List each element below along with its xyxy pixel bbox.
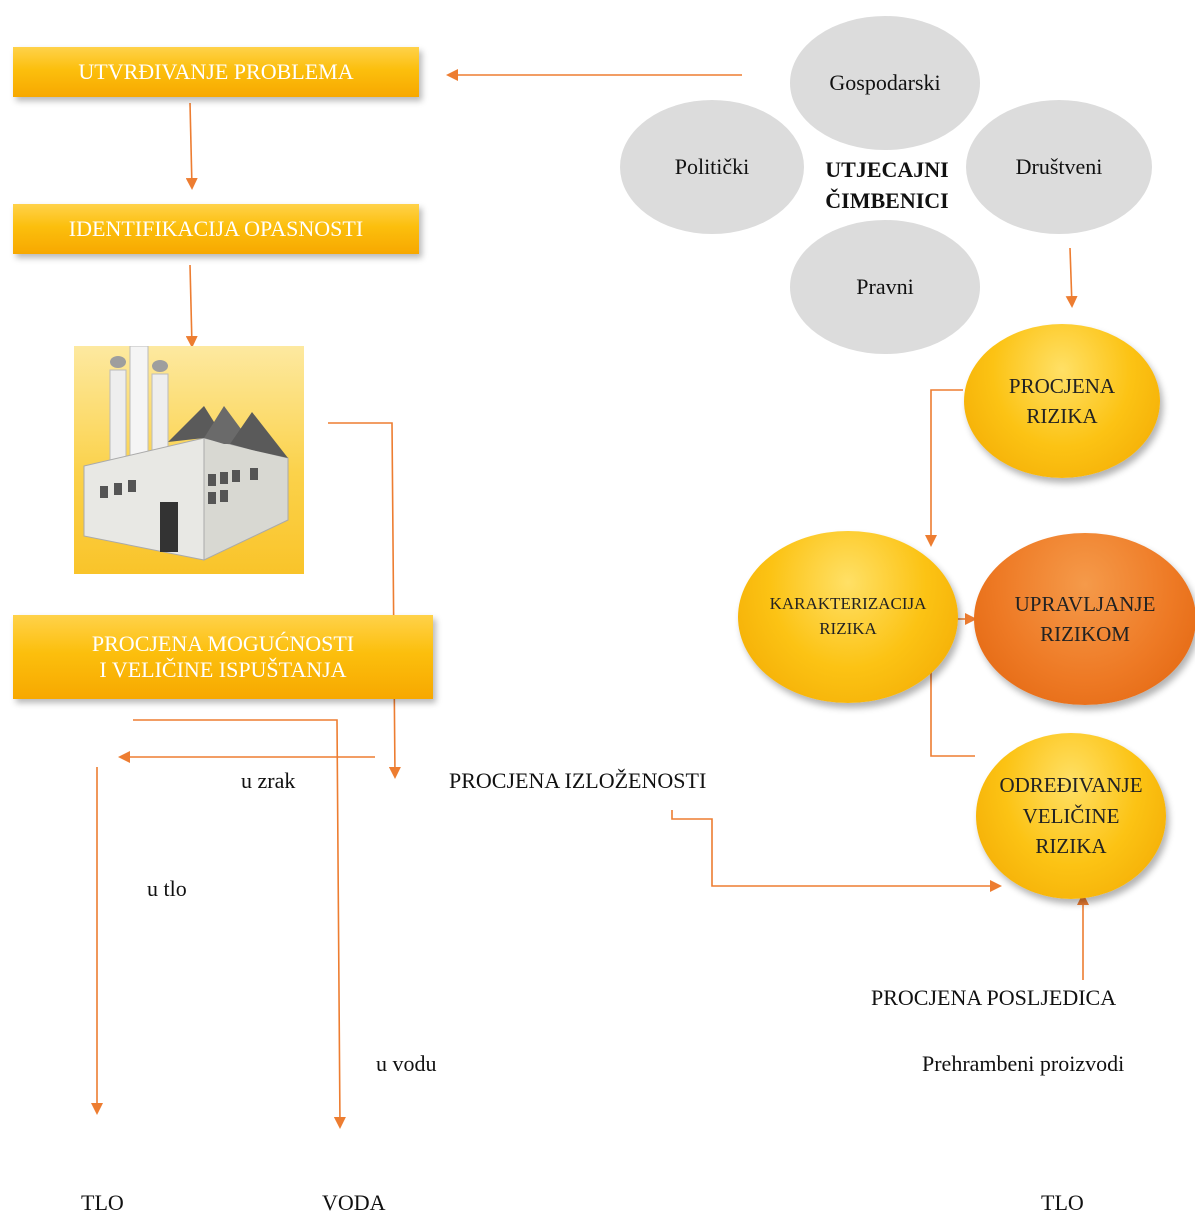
- arrow-to-voda: [133, 719, 346, 1129]
- arrow-problem-to-identification: [185, 102, 198, 190]
- factor-legal: Pravni: [790, 220, 980, 354]
- label-into-water: u vodu: [376, 1051, 437, 1076]
- risk-magnitude-line3: RIZIKA: [1035, 834, 1107, 859]
- label-into-air: u zrak: [241, 768, 296, 793]
- hazard-identification-label: IDENTIFIKACIJA OPASNOSTI: [68, 215, 364, 241]
- risk-magnitude-line2: VELIČINE: [1022, 803, 1120, 828]
- factor-social-label: Društveni: [1015, 154, 1103, 179]
- risk-management-line2: RIZIKOM: [1040, 622, 1130, 646]
- label-water: VODA: [322, 1190, 386, 1215]
- risk-management-ellipse: UPRAVLJANJE RIZIKOM: [974, 533, 1195, 705]
- problem-identification-box: UTVRĐIVANJE PROBLEMA: [13, 47, 419, 97]
- factor-political: Politički: [620, 100, 804, 234]
- label-exposure-assessment: PROCJENA IZLOŽENOSTI: [449, 768, 707, 793]
- problem-identification-label: UTVRĐIVANJE PROBLEMA: [78, 58, 354, 84]
- influencing-factors-line2: ČIMBENICI: [825, 187, 949, 213]
- label-into-soil: u tlo: [147, 876, 187, 901]
- risk-characterization-line2: RIZIKA: [819, 619, 877, 638]
- arrow-identification-to-factory: [185, 264, 198, 348]
- factor-economic: Gospodarski: [790, 16, 980, 150]
- factor-social: Društveni: [966, 100, 1152, 234]
- risk-assessment-ellipse: PROCJENA RIZIKA: [964, 324, 1160, 478]
- influencing-factors-line1: UTJECAJNI: [825, 157, 949, 182]
- influencing-factors-title: UTJECAJNI ČIMBENICI: [805, 155, 969, 217]
- risk-assessment-line1: PROCJENA: [1008, 373, 1116, 398]
- factor-legal-label: Pravni: [856, 274, 914, 299]
- release-assessment-line1: PROCJENA MOGUĆNOSTI: [91, 630, 355, 656]
- arrow-factory-to-air: [328, 422, 401, 779]
- label-food-products: Prehrambeni proizvodi: [922, 1051, 1125, 1076]
- release-assessment-line2: I VELIČINE ISPUŠTANJA: [99, 657, 347, 682]
- label-soil-left: TLO: [81, 1190, 124, 1215]
- factory-image: [74, 345, 304, 574]
- release-assessment-box: PROCJENA MOGUĆNOSTI I VELIČINE ISPUŠTANJ…: [13, 615, 433, 699]
- arrow-social-to-risk: [1065, 247, 1078, 308]
- arrow-risk-to-characterization: [925, 389, 963, 547]
- risk-magnitude-line1: ODREĐIVANJE: [999, 773, 1143, 798]
- factor-economic-label: Gospodarski: [829, 70, 941, 95]
- factor-political-label: Politički: [674, 154, 750, 179]
- risk-characterization-ellipse: KARAKTERIZACIJA RIZIKA: [738, 531, 958, 703]
- factory-icon: [83, 345, 289, 561]
- label-consequence-assessment: PROCJENA POSLJEDICA: [871, 985, 1117, 1010]
- risk-assessment-line2: RIZIKA: [1026, 404, 1098, 428]
- label-soil-right: TLO: [1041, 1190, 1084, 1215]
- hazard-identification-box: IDENTIFIKACIJA OPASNOSTI: [13, 204, 419, 254]
- risk-magnitude-ellipse: ODREĐIVANJE VELIČINE RIZIKA: [976, 733, 1166, 899]
- risk-characterization-line1: KARAKTERIZACIJA: [769, 594, 927, 614]
- risk-management-line1: UPRAVLJANJE: [1014, 591, 1156, 616]
- arrow-exposure-to-magnitude: [671, 810, 1002, 892]
